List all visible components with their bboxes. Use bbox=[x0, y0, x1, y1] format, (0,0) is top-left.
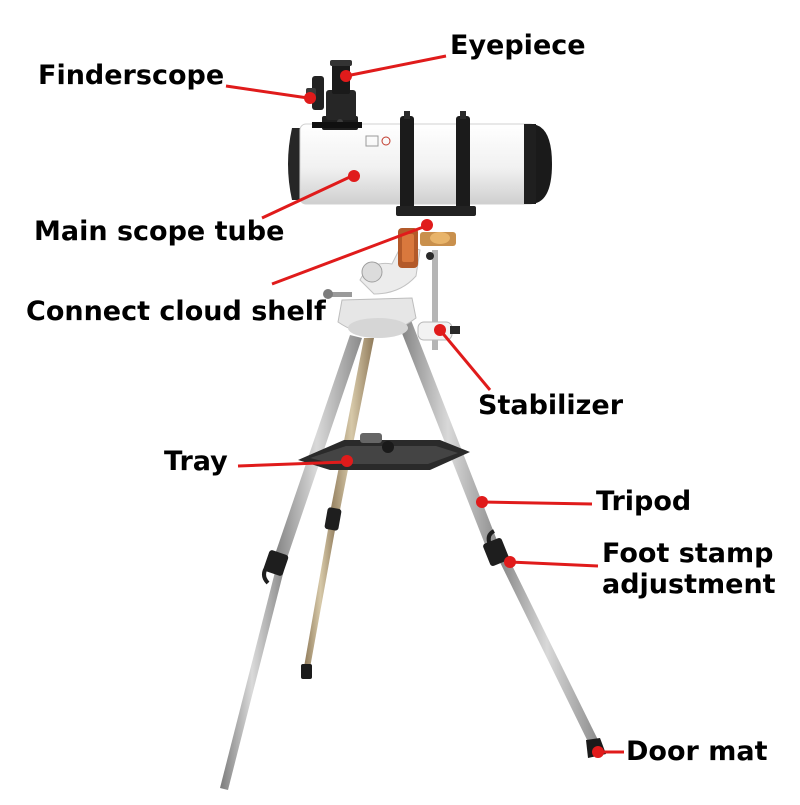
callout-line-stabilizer bbox=[438, 329, 492, 391]
callout-dot-foot-stamp bbox=[504, 556, 516, 568]
mount bbox=[323, 228, 460, 350]
callout-line-tray bbox=[237, 460, 347, 468]
callout-dot-door-mat bbox=[592, 746, 604, 758]
callout-line-finderscope bbox=[225, 84, 309, 100]
callout-line-cloud-shelf bbox=[271, 224, 427, 286]
label-connect-cloud-shelf: Connect cloud shelf bbox=[26, 296, 326, 327]
counterweight-shaft bbox=[432, 250, 438, 350]
callout-dot-main-tube bbox=[348, 170, 360, 182]
tripod-clamp-left bbox=[263, 550, 289, 576]
label-main-scope-tube: Main scope tube bbox=[34, 216, 285, 247]
callout-dot-cloud-shelf bbox=[421, 219, 433, 231]
tube-ring-right bbox=[456, 116, 470, 212]
label-tray: Tray bbox=[164, 446, 228, 477]
callout-dot-stabilizer bbox=[434, 324, 446, 336]
label-door-mat: Door mat bbox=[626, 736, 768, 767]
callout-dot-tripod bbox=[476, 496, 488, 508]
callout-line-eyepiece bbox=[345, 54, 447, 78]
callouts bbox=[225, 54, 624, 758]
label-foot-stamp-line1: Foot stamp bbox=[602, 538, 774, 569]
callout-line-foot-stamp bbox=[509, 560, 599, 568]
tube-ring-left bbox=[400, 116, 414, 212]
callout-dot-finderscope bbox=[304, 92, 316, 104]
callout-dot-tray bbox=[341, 455, 353, 467]
main-tube bbox=[288, 111, 552, 216]
label-finderscope: Finderscope bbox=[38, 60, 225, 91]
tripod-leg-right-upper bbox=[396, 315, 500, 552]
label-stabilizer: Stabilizer bbox=[478, 390, 624, 421]
tripod-leg-middle-lower bbox=[304, 518, 337, 668]
tripod-clamp-middle bbox=[324, 507, 342, 531]
tripod bbox=[220, 315, 606, 790]
callout-dot-eyepiece bbox=[340, 70, 352, 82]
label-tripod: Tripod bbox=[596, 486, 692, 517]
tripod-leg-right-lower bbox=[494, 547, 600, 748]
label-foot-stamp-line2: adjustment bbox=[602, 569, 776, 601]
label-foot-stamp-adjustment: Foot stamp adjustment bbox=[602, 538, 776, 600]
label-eyepiece: Eyepiece bbox=[450, 30, 586, 61]
tripod-leg-middle-upper bbox=[329, 338, 374, 520]
focuser-assembly bbox=[306, 60, 362, 130]
callout-line-main-tube bbox=[261, 174, 353, 220]
finderscope-body bbox=[312, 76, 324, 110]
tripod-leg-left-lower bbox=[220, 568, 284, 790]
callout-line-tripod bbox=[481, 500, 593, 506]
tube-body bbox=[299, 123, 537, 205]
